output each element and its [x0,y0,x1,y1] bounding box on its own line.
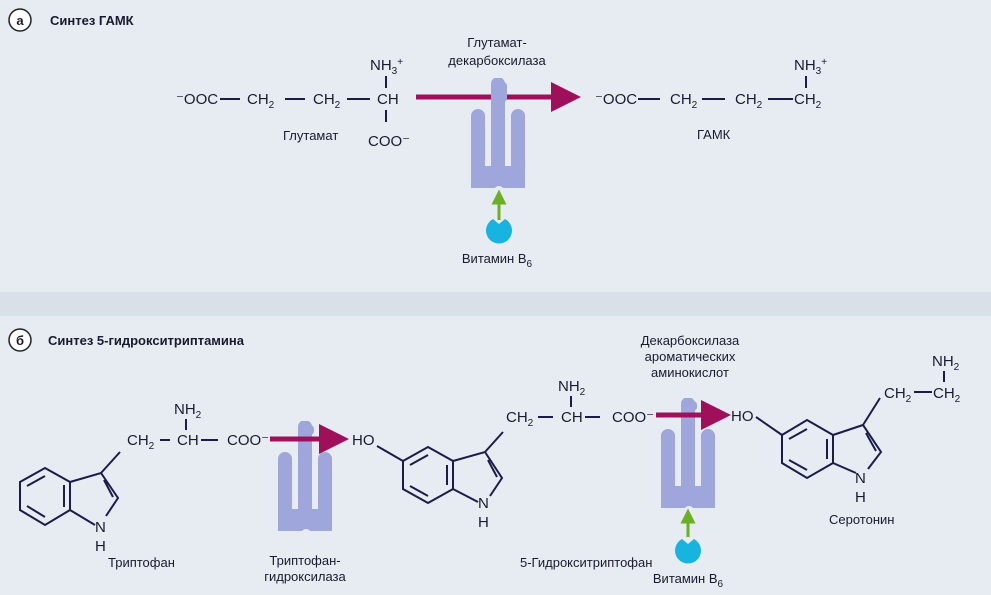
panel-badge-label: а [16,13,24,28]
panel-b: б Синтез 5-гидрокситриптамина N H CH2 CH… [8,328,961,590]
vitamin-b6-icon [486,219,513,244]
ch2-group: CH2 [247,91,275,111]
amino-group: NH2 [558,378,586,398]
section-divider [0,292,991,316]
ch2-group: CH2 [884,385,912,405]
vitamin-b6-label: Витамин B6 [653,571,724,590]
panel-title: Синтез 5-гидрокситриптамина [48,333,245,348]
ch2-group: CH2 [735,91,763,111]
carboxylate-group: ⁻OOC [595,91,637,108]
panel-a: а Синтез ГАМК ⁻OOC CH2 CH2 CH NH3+ COO⁻ … [8,8,827,270]
panel-badge [8,328,32,352]
hydroxyl-group: HO [731,408,754,425]
enzyme-label-line1: Триптофан- [269,553,340,568]
tryptophan-structure: N H CH2 CH NH2 COO⁻ Триптофан [19,401,269,570]
enzyme-label-line1: Декарбоксилаза [641,333,740,348]
enzyme-label-line2: гидроксилаза [264,569,346,584]
serotonin-structure: HO N H CH2 CH2 NH2 Серотонин [731,353,961,527]
enzyme-front [299,425,314,435]
enzyme-front [682,401,697,411]
ch2-group: CH2 [794,91,822,111]
amino-group: NH2 [932,353,960,373]
enzyme-label-line2: ароматических [645,349,736,364]
ch-group: CH [177,432,199,449]
gaba-label: ГАМК [697,127,731,142]
ch2-group: CH2 [670,91,698,111]
ch-group: CH [561,409,583,426]
carboxylate-group: COO⁻ [368,133,410,150]
hydroxyl-group: HO [352,432,375,449]
panel-title: Синтез ГАМК [50,13,134,28]
ch2-group: CH2 [933,385,961,405]
carboxylate-group: ⁻OOC [176,91,218,108]
hydrogen: H [95,538,106,555]
ch2-group: CH2 [506,409,534,429]
panel-badge-label: б [16,333,24,348]
carboxylate-group: COO⁻ [612,409,654,426]
glutamate-structure: ⁻OOC CH2 CH2 CH NH3+ COO⁻ Глутамат [176,57,410,150]
vitamin-b6-icon [675,539,702,564]
hydrogen: H [478,514,489,531]
5-hydroxytryptophan-label: 5-Гидрокситриптофан [520,555,652,570]
amino-group: NH3+ [370,57,403,77]
tryptophan-label: Триптофан [108,555,175,570]
ch-group: CH [377,91,399,108]
ch2-group: CH2 [127,432,155,452]
carboxylate-group: COO⁻ [227,432,269,449]
glutamate-label: Глутамат [283,128,338,143]
enzyme-label-line3: аминокислот [651,365,729,380]
vitamin-b6-label: Витамин B6 [462,251,533,270]
enzyme-front [491,82,507,102]
enzyme-label-line2: декарбоксилаза [448,53,546,68]
amino-group: NH2 [174,401,202,421]
serotonin-label: Серотонин [829,512,894,527]
hydrogen: H [855,489,866,506]
gaba-structure: ⁻OOC CH2 CH2 CH2 NH3+ ГАМК [595,57,827,142]
panel-badge [8,8,32,32]
amino-group: NH3+ [794,57,827,77]
nitrogen: N [95,519,106,536]
enzyme-label-line1: Глутамат- [467,35,527,50]
nitrogen: N [478,495,489,512]
ch2-group: CH2 [313,91,341,111]
5-hydroxytryptophan-structure: HO N H CH2 CH NH2 COO⁻ 5-Гидрокситриптоф… [352,378,654,570]
nitrogen: N [855,470,866,487]
